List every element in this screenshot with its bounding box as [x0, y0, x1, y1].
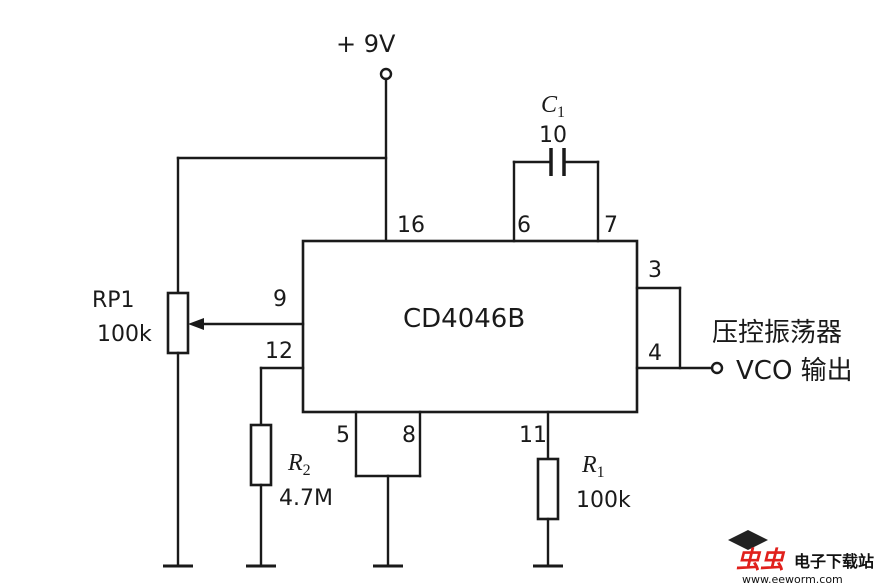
capacitor-value: 10 — [539, 123, 567, 148]
r1-value: 100k — [576, 488, 631, 513]
supply-terminal — [379, 67, 393, 81]
chip-body — [301, 239, 639, 414]
pin-6-label: 6 — [517, 213, 531, 238]
pin-4-label: 4 — [648, 341, 662, 366]
output-terminal — [710, 361, 724, 375]
capacitor-name: C1 — [541, 92, 565, 121]
pin-7-label: 7 — [604, 213, 618, 238]
supply-wiring — [176, 67, 393, 295]
watermark-url: www.eeworm.com — [742, 573, 843, 585]
resistor-r1 — [533, 410, 563, 568]
chip-name: CD4046B — [403, 304, 525, 334]
r2-name: R2 — [287, 450, 311, 479]
watermark: 虫虫 电子下载站 www.eeworm.com — [728, 530, 874, 585]
watermark-logo: 虫虫 — [736, 546, 786, 574]
pin-5-label: 5 — [336, 423, 350, 448]
potentiometer-rp1 — [166, 291, 305, 568]
pot-value: 100k — [97, 322, 152, 347]
pin-12-label: 12 — [265, 339, 293, 364]
output-label-vco: VCO 输出 — [736, 356, 853, 386]
watermark-site: 电子下载站 — [794, 552, 874, 571]
pin-16-label: 16 — [397, 213, 425, 238]
r2-value: 4.7M — [279, 486, 333, 511]
output-label-cn: 压控振荡器 — [712, 318, 842, 348]
pins-5-8-ground — [354, 410, 422, 568]
resistor-r2 — [246, 366, 305, 568]
output-wiring — [635, 286, 724, 375]
r1-name: R1 — [581, 452, 605, 481]
supply-label: + 9V — [336, 30, 396, 58]
pot-name: RP1 — [92, 288, 135, 313]
wiper-arrow-icon — [188, 318, 204, 330]
pin-8-label: 8 — [402, 423, 416, 448]
graduation-cap-icon — [728, 530, 768, 550]
pin-3-label: 3 — [648, 258, 662, 283]
pin-9-label: 9 — [273, 287, 287, 312]
capacitor-c1 — [512, 148, 600, 243]
pin-11-label: 11 — [519, 423, 547, 448]
